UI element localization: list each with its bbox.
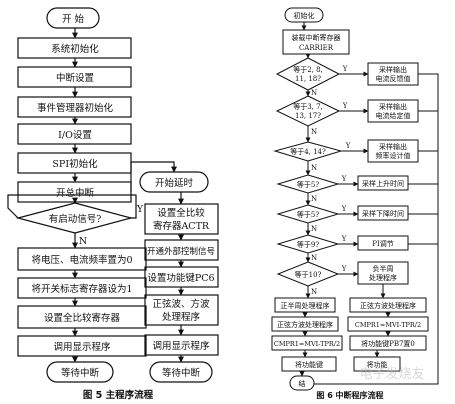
node-zero-values [17, 247, 147, 271]
label-load-left: 将功能键 [295, 360, 323, 369]
label-d3: 等于4, 14? [290, 147, 326, 156]
figure-6-labels: 初始化 装载中断寄存器 CARRIER 等于2, 8, 11, 18? 等于3,… [274, 11, 425, 400]
figure-5-labels: 开 始 系统初始化 中断设置 事件管理器初始化 I/O设置 SPI初始化 开总中… [31, 13, 215, 401]
label-cmpr-right: CMPR1=MVI-TPR/2 [355, 321, 421, 329]
label-ext-ctrl: 开通外部控制信号 [147, 246, 215, 257]
label-y4: Y [341, 175, 347, 183]
label-y7: Y [341, 265, 347, 273]
label-switch-flag: 将开关标志寄存器设为1 [31, 283, 132, 295]
label-open-int: 开总中断 [56, 187, 95, 199]
label-cmpr-left: CMPR1=MVI-TPR/2 [274, 340, 340, 348]
label-wait-1: 等待中断 [61, 367, 100, 379]
node-load-left [281, 356, 337, 372]
label-a3-2: 频率设计值 [376, 151, 411, 160]
label-a4: 采样上升时间 [362, 179, 404, 188]
node-display-1 [17, 335, 147, 357]
label-wait-2: 等待中断 [162, 367, 201, 379]
label-carrier-2: CARRIER [299, 44, 334, 52]
label-a7-1: 负半周 [373, 264, 394, 273]
label-sine-2: 处理程序 [162, 311, 201, 323]
label-n3: N [311, 164, 317, 172]
label-d7: 等于10? [295, 270, 322, 279]
watermark-text: 电子发烧友 [359, 366, 424, 382]
label-d1-1: 等于2, 8, [293, 65, 323, 74]
node-carrier [282, 29, 350, 55]
label-evm-init: 事件管理器初始化 [37, 102, 114, 114]
label-a3-1: 采样输出 [379, 142, 407, 151]
label-end: 结 [299, 379, 306, 388]
figure-5-main-program [7, 7, 219, 383]
label-pb7: 将功能键PB7置0 [361, 339, 415, 348]
label-d5: 等于5? [297, 210, 319, 219]
label-n5: N [311, 225, 317, 233]
label-y6: Y [341, 235, 347, 243]
label-y5: Y [341, 205, 347, 213]
label-yes: Y [136, 204, 144, 215]
label-a1-1: 采样输出 [379, 65, 407, 74]
label-compare-register: 设置全比较寄存器 [44, 312, 121, 324]
label-start: 开 始 [62, 13, 85, 25]
label-a6: PI调节 [372, 239, 393, 248]
label-d4: 等于5? [297, 180, 319, 189]
label-spi-init: SPI初始化 [52, 158, 98, 170]
node-start [46, 7, 100, 29]
node-wait-1 [46, 361, 114, 383]
node-d1 [275, 57, 341, 91]
node-d2 [275, 95, 341, 127]
label-actr-1: 设置全比较 [157, 207, 205, 219]
label-y2: Y [342, 102, 348, 110]
label-n7: N [311, 288, 317, 296]
label-no: N [79, 236, 87, 247]
label-a2-1: 采样输出 [379, 102, 407, 111]
label-a7-2: 处理程序 [369, 273, 397, 282]
label-int-setup: 中断设置 [56, 72, 94, 84]
label-d6: 等于9? [297, 240, 319, 249]
figure-6-interrupt-program [271, 7, 439, 391]
label-load-right: 将功能 [367, 360, 388, 369]
label-decision: 有启动信号? [49, 213, 102, 225]
caption-fig5: 图 5 主程序流程 [83, 389, 154, 401]
label-zero-values: 将电压、电流频率置为0 [31, 254, 132, 266]
label-a2-2: 电流给定值 [376, 111, 411, 120]
label-display-2: 调用显示程序 [152, 340, 210, 352]
label-io-setup: I/O设置 [58, 130, 92, 141]
node-compare-register [17, 305, 147, 329]
label-sine-proc-left: 正弦方波处理程序 [277, 320, 333, 329]
label-pos-half: 正半周处理程序 [281, 301, 330, 310]
label-sine-1: 正弦波、方波 [152, 298, 210, 310]
label-carrier-1: 装载中断寄存器 [292, 33, 341, 42]
label-delay: 开始延时 [155, 177, 194, 189]
label-n4: N [311, 195, 317, 203]
label-init: 初始化 [294, 11, 315, 20]
label-d2-2: 13, 17? [295, 112, 321, 120]
label-d1-2: 11, 18? [295, 75, 321, 83]
label-actr-2: 寄存器ACTR [153, 220, 210, 232]
caption-fig6: 图 6 中断程序流程 [316, 390, 383, 400]
label-sine-proc-right: 正弦方波处理程序 [360, 301, 416, 310]
label-d2-1: 等于3, 7, [293, 102, 323, 111]
label-a1-2: 电流反馈值 [376, 74, 411, 83]
label-y3: Y [345, 142, 351, 150]
label-n6: N [311, 254, 317, 262]
node-switch-flag [17, 277, 147, 299]
label-n1: N [311, 89, 317, 97]
label-display-1: 调用显示程序 [53, 341, 111, 353]
label-a5: 采样下降时间 [362, 209, 404, 218]
label-pc6: 设置功能键PC6 [147, 272, 214, 284]
label-n2: N [311, 128, 317, 136]
label-y1: Y [342, 65, 348, 73]
label-sys-init: 系统初始化 [51, 43, 99, 55]
